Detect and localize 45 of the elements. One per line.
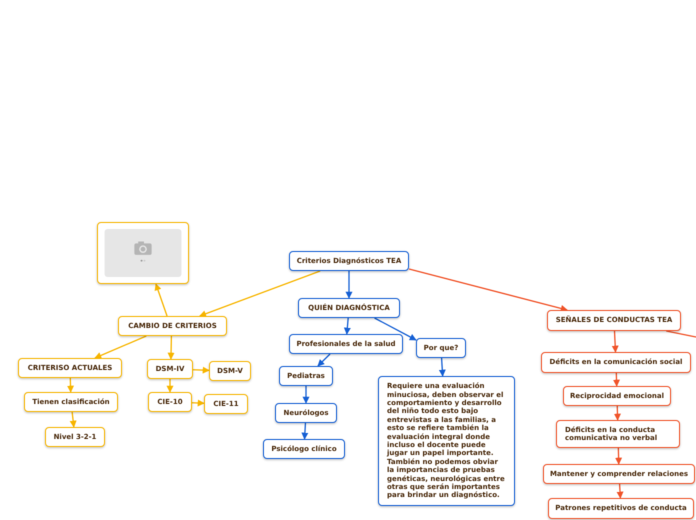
concept-box (378, 376, 515, 506)
concept-box (275, 403, 337, 423)
concept-box (289, 251, 409, 271)
arrow (346, 271, 352, 299)
arrow (616, 484, 624, 499)
concept-box (148, 392, 192, 412)
arrow (612, 330, 619, 353)
arrow (613, 372, 620, 387)
arrow (614, 406, 621, 421)
arrow (374, 317, 417, 341)
image-card (97, 222, 189, 284)
arrow (67, 378, 74, 393)
concept-box (298, 298, 400, 318)
arrow (199, 270, 320, 318)
concept-box (118, 316, 227, 336)
arrow (344, 318, 351, 335)
arrow (192, 366, 210, 374)
arrow (317, 354, 330, 366)
arrow (154, 283, 168, 316)
arrow (302, 386, 310, 404)
concept-box (563, 386, 671, 406)
concept-box (209, 361, 251, 381)
concept-box (548, 498, 694, 519)
arrow (166, 379, 174, 393)
concept-box (289, 334, 403, 354)
arrow (438, 358, 446, 377)
arrow (70, 412, 77, 428)
concept-box (18, 358, 122, 378)
concept-box (204, 394, 248, 414)
concept-box (541, 352, 691, 373)
concept-box (263, 439, 345, 459)
concept-box (45, 427, 105, 447)
concept-box (543, 464, 695, 484)
concept-box (416, 338, 466, 358)
concept-box (556, 420, 680, 448)
concept-box (547, 310, 681, 331)
arrow (301, 422, 308, 440)
arrow (615, 448, 622, 465)
arrow (94, 335, 147, 359)
concept-box (24, 392, 118, 412)
concept-box (279, 366, 333, 386)
arrow (408, 268, 568, 312)
arrow (192, 400, 205, 406)
arrow (168, 336, 175, 360)
concept-box (147, 359, 193, 379)
